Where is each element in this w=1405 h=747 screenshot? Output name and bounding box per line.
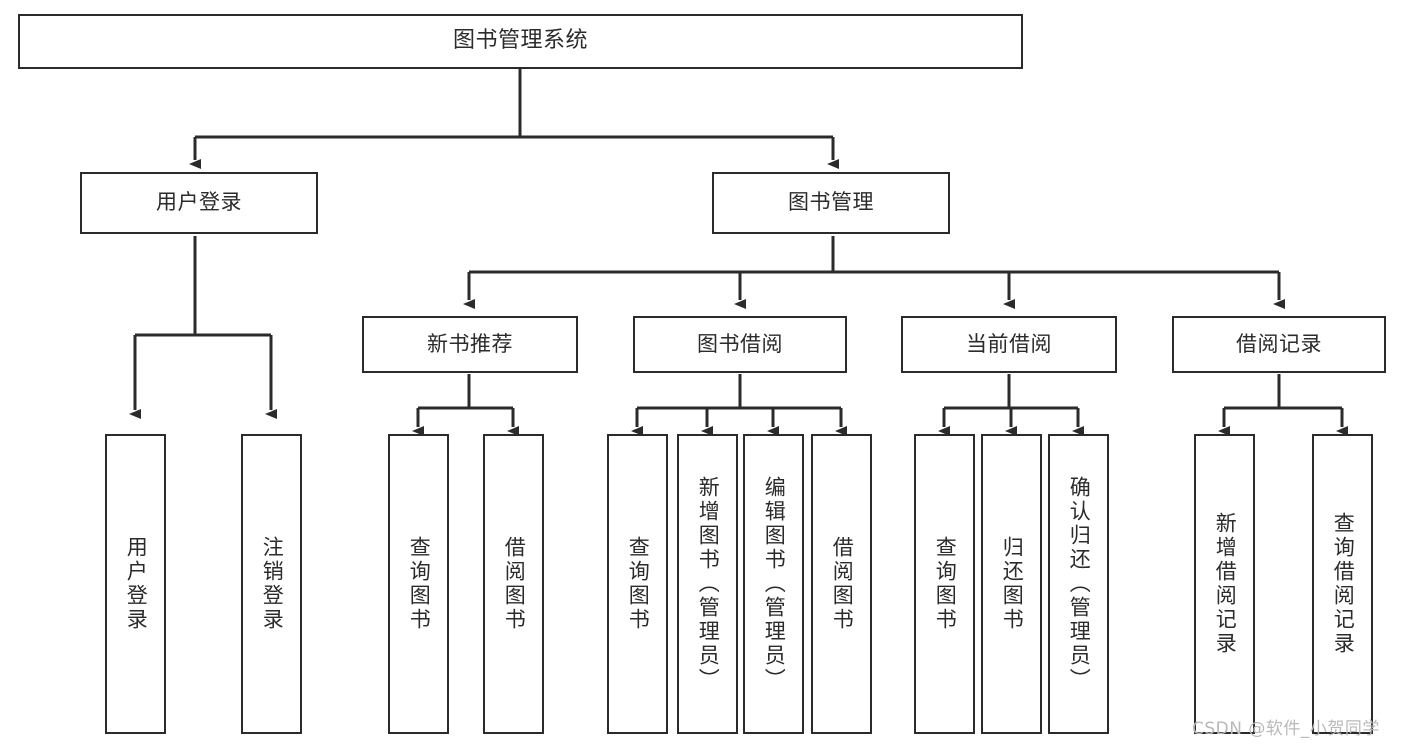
node-label: 当前借阅 [966,331,1052,356]
leaf-add-borrow-record[interactable]: 新增借阅记录 [1194,434,1255,734]
leaf-return-book[interactable]: 归还图书 [981,434,1042,734]
node-label: 查询图书 [407,536,432,632]
node-current-borrowing[interactable]: 当前借阅 [901,316,1117,373]
leaf-query-book-current[interactable]: 查询图书 [914,434,975,734]
leaf-borrow-book[interactable]: 借阅图书 [811,434,872,734]
node-label: 用户登录 [124,536,149,632]
node-label: 新书推荐 [427,331,513,356]
leaf-confirm-return-admin[interactable]: 确认归还（管理员） [1048,434,1109,734]
node-label: 新增借阅记录 [1213,512,1238,656]
node-book-management-system[interactable]: 图书管理系统 [18,14,1023,69]
node-label: 图书借阅 [697,331,783,356]
leaf-edit-book-admin[interactable]: 编辑图书（管理员） [743,434,804,734]
node-book-borrowing[interactable]: 图书借阅 [633,316,847,373]
node-label: 借阅图书 [830,536,855,632]
leaf-query-book-borrow[interactable]: 查询图书 [607,434,668,734]
leaf-add-book-admin[interactable]: 新增图书（管理员） [677,434,738,734]
node-label: 查询图书 [933,536,958,632]
leaf-logout[interactable]: 注销登录 [241,434,302,734]
node-label: 图书管理 [788,190,874,215]
node-borrowing-record[interactable]: 借阅记录 [1172,316,1386,373]
node-label: 确认归还（管理员） [1067,476,1092,692]
node-label: 查询借阅记录 [1331,512,1356,656]
node-user-login[interactable]: 用户登录 [80,172,318,234]
node-label: 图书管理系统 [452,28,588,54]
node-label: 注销登录 [260,536,285,632]
node-label: 查询图书 [626,536,651,632]
watermark: CSDN @软件_小贺同学 [1192,719,1380,739]
node-new-book-recommendation[interactable]: 新书推荐 [362,316,578,373]
node-label: 借阅图书 [502,536,527,632]
node-label: 新增图书（管理员） [696,476,721,692]
leaf-query-book-recommend[interactable]: 查询图书 [388,434,449,734]
leaf-query-borrow-record[interactable]: 查询借阅记录 [1312,434,1373,734]
leaf-borrow-book-recommend[interactable]: 借阅图书 [483,434,544,734]
node-book-management[interactable]: 图书管理 [712,172,950,234]
node-label: 编辑图书（管理员） [762,476,787,692]
leaf-user-login[interactable]: 用户登录 [105,434,166,734]
node-label: 用户登录 [156,190,242,215]
node-label: 借阅记录 [1236,331,1322,356]
node-label: 归还图书 [1000,536,1025,632]
